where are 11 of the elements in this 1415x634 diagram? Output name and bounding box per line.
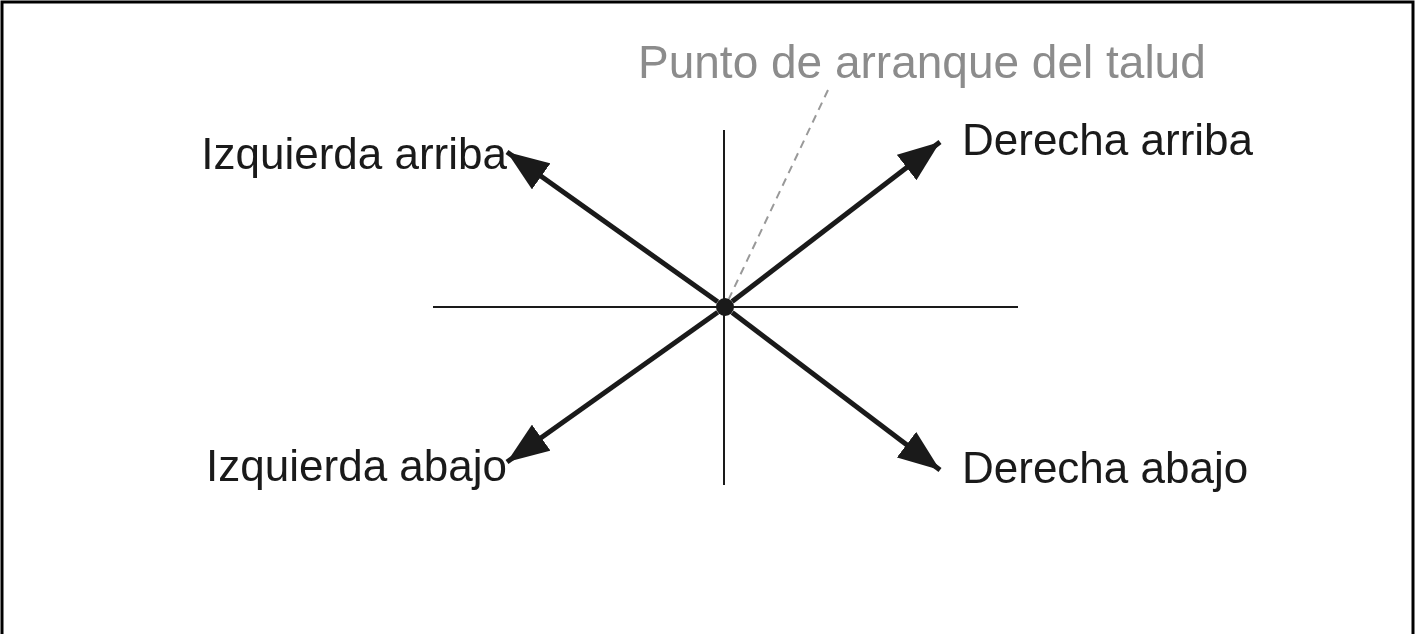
callout-label: Punto de arranque del talud [638, 34, 1206, 90]
arrow [505, 310, 720, 465]
arrow [505, 149, 720, 304]
direction-label: Izquierda arriba [201, 126, 507, 182]
direction-label: Derecha arriba [940, 112, 1254, 168]
arrow [730, 140, 942, 304]
arrow [730, 310, 942, 472]
direction-label: Derecha abajo [940, 440, 1249, 496]
start-point-dot [716, 298, 734, 316]
direction-label: Izquierda abajo [206, 438, 507, 494]
leader-line [727, 89, 829, 300]
